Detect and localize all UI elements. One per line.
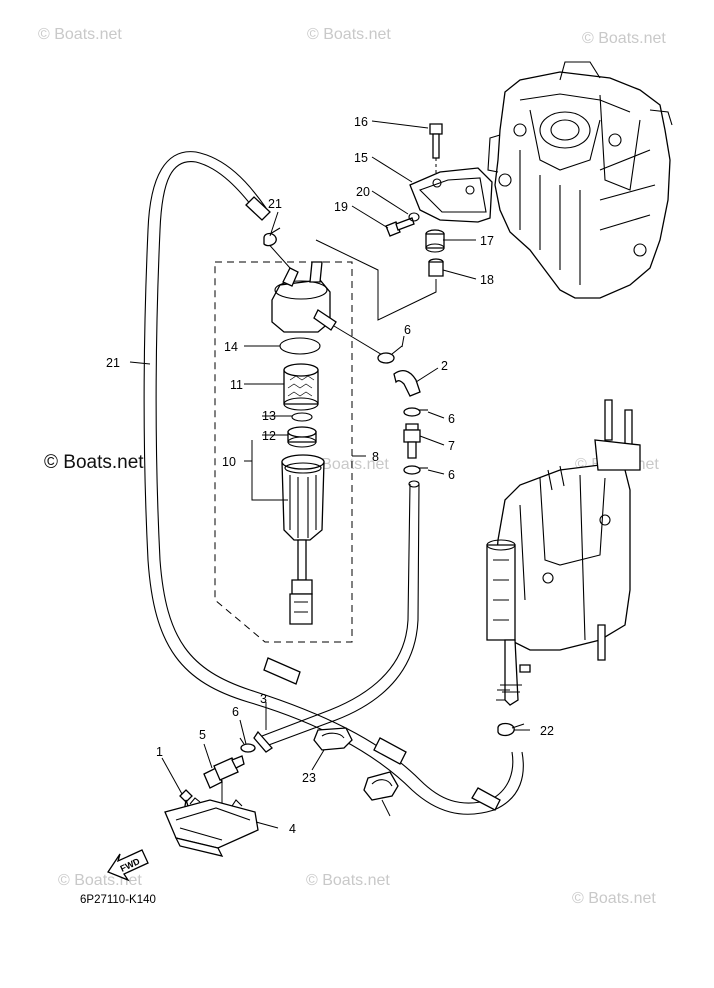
watermark-bottom-center: © Boats.net xyxy=(306,872,390,889)
holder-22 xyxy=(313,727,353,751)
callout-10: 10 xyxy=(222,455,236,469)
callout-19: 20 xyxy=(356,185,370,199)
callout-14: 15 xyxy=(354,151,368,165)
callouts: 16 15 20 19 21 17 18 6 14 21 2 11 13 6 1… xyxy=(106,115,554,836)
clamp-6-bottom xyxy=(239,737,256,753)
clip-21-upper xyxy=(263,227,281,247)
callout-7: 7 xyxy=(448,439,455,453)
watermark-top-center: © Boats.net xyxy=(307,26,391,43)
callout-2: 2 xyxy=(441,359,448,373)
callout-18: 19 xyxy=(334,200,348,214)
holder-23 xyxy=(363,771,399,801)
engine-casting-upper xyxy=(487,61,673,299)
callout-21-lower: 22 xyxy=(540,724,554,738)
joint-7 xyxy=(403,423,421,459)
callout-6-b: 6 xyxy=(448,412,455,426)
callout-12: 13 xyxy=(262,409,276,423)
grommet-16 xyxy=(425,229,445,253)
callout-9: 11 xyxy=(230,378,243,392)
watermark-bottom-right: © Boats.net xyxy=(572,890,656,907)
fuel-filter-head xyxy=(264,239,385,357)
washer-19 xyxy=(408,212,420,222)
watermark-top-right: © Boats.net xyxy=(582,30,666,47)
callout-8: 8 xyxy=(372,450,379,464)
vapor-separator-assembly xyxy=(486,399,641,706)
callout-6-a: 6 xyxy=(404,323,411,337)
fwd-arrow-icon: FWD xyxy=(107,849,149,882)
callout-21-upper: 21 xyxy=(268,197,282,211)
filter-element-9 xyxy=(283,363,319,411)
fuel-hose-20 xyxy=(143,151,524,815)
watermark-top-left: © Boats.net xyxy=(38,26,122,43)
bolt-15 xyxy=(429,123,443,176)
collar-17 xyxy=(428,258,444,277)
bracket-14 xyxy=(409,167,493,223)
bolt-18 xyxy=(385,217,415,237)
callout-6-c: 6 xyxy=(448,468,455,482)
joint-5 xyxy=(203,755,245,805)
clamp-6-upper xyxy=(377,345,403,364)
clamp-6-middle xyxy=(403,407,428,417)
callout-3: 3 xyxy=(260,692,267,706)
callout-5: 5 xyxy=(199,728,206,742)
cover-4 xyxy=(164,797,259,857)
filter-group-outline xyxy=(214,261,353,643)
watermark-mid-left: © Boats.net xyxy=(44,452,144,473)
callout-22: 23 xyxy=(302,771,316,785)
fuel-hose-3 xyxy=(253,480,420,753)
callout-17: 18 xyxy=(480,273,494,287)
callout-1: 1 xyxy=(156,745,163,759)
o-ring-13 xyxy=(279,337,321,355)
ring-12 xyxy=(291,412,313,422)
filter-cup-10 xyxy=(281,454,325,625)
callout-13: 14 xyxy=(224,340,238,354)
fuel-hose-2 xyxy=(393,369,421,397)
callout-20: 21 xyxy=(106,356,120,370)
callout-11: 12 xyxy=(262,429,276,443)
watermark-mid-center: © Boats.net xyxy=(305,456,389,473)
leader-lines xyxy=(129,120,530,829)
callout-6-d: 6 xyxy=(232,705,239,719)
clip-21-lower xyxy=(497,722,525,737)
callout-4: 4 xyxy=(289,822,296,836)
callout-15: 16 xyxy=(354,115,368,129)
diagram-code: 6P27110-K140 xyxy=(80,894,156,906)
callout-16: 17 xyxy=(480,234,494,248)
clamp-6-lower xyxy=(403,465,428,475)
float-11 xyxy=(287,426,317,448)
